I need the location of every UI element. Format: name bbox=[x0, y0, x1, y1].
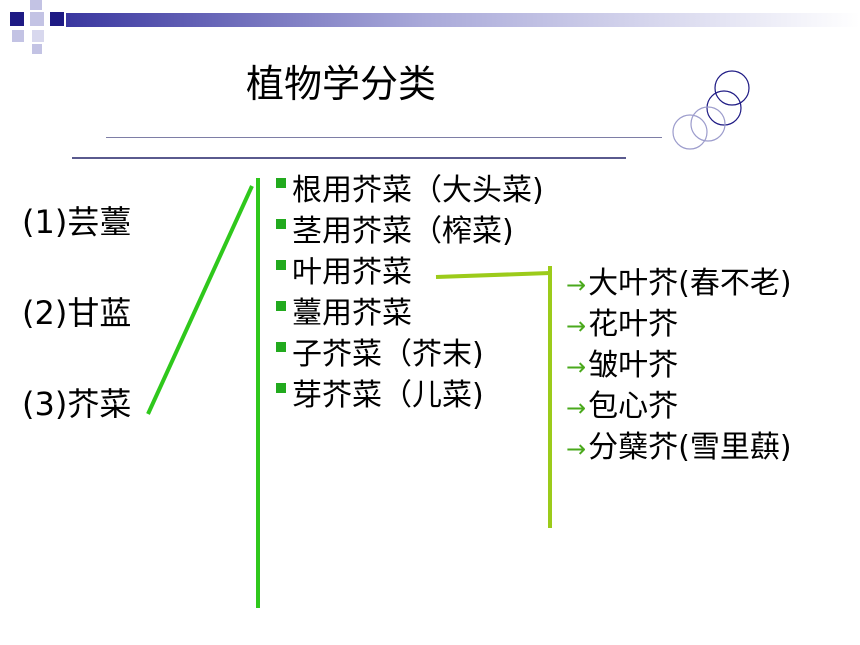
category-item: (1)芸薹 bbox=[22, 197, 131, 288]
subtype-item: 芽芥菜（儿菜) bbox=[276, 375, 544, 416]
arrow-right-icon: → bbox=[566, 394, 587, 422]
bullet-square-icon bbox=[276, 218, 286, 229]
subtype-label: 子芥菜（芥末) bbox=[292, 337, 484, 372]
category-label: (1)芸薹 bbox=[22, 203, 132, 241]
bullet-square-icon bbox=[276, 300, 286, 311]
arrow-right-icon: → bbox=[566, 312, 587, 340]
subtype-item: 子芥菜（芥末) bbox=[276, 334, 544, 375]
bullet-square-icon bbox=[276, 177, 286, 188]
leaf-variety-list: →大叶芥(春不老) →花叶芥 →皱叶芥 →包心芥 →分蘖芥(雪里蕻) bbox=[566, 263, 792, 468]
subtype-label: 根用芥菜（大头菜) bbox=[292, 173, 544, 208]
leaf-variety-item: →大叶芥(春不老) bbox=[566, 263, 792, 304]
leaf-variety-item: →分蘖芥(雪里蕻) bbox=[566, 427, 792, 468]
leaf-variety-label: 包心芥 bbox=[588, 389, 679, 424]
page-title: 植物学分类 bbox=[246, 62, 437, 106]
category-list: (1)芸薹 (2)甘蓝 (3)芥菜 bbox=[22, 197, 131, 470]
circles-decoration-icon bbox=[672, 70, 750, 150]
bullet-square-icon bbox=[276, 382, 286, 393]
leaf-variety-item: →花叶芥 bbox=[566, 304, 792, 345]
subtype-item: 叶用芥菜 bbox=[276, 252, 544, 293]
category-label: (3)芥菜 bbox=[22, 385, 132, 423]
arrow-right-icon: → bbox=[566, 353, 587, 381]
title-rule-bottom bbox=[72, 157, 626, 159]
bullet-square-icon bbox=[276, 341, 286, 352]
arrow-right-icon: → bbox=[566, 271, 587, 299]
subtype-label: 茎用芥菜（榨菜) bbox=[292, 214, 514, 249]
arrow-right-icon: → bbox=[566, 435, 587, 463]
subtype-item: 根用芥菜（大头菜) bbox=[276, 170, 544, 211]
category-label: (2)甘蓝 bbox=[22, 294, 132, 332]
category-to-subtypes-connector bbox=[146, 185, 254, 415]
subtype-label: 薹用芥菜 bbox=[292, 296, 412, 331]
category-item: (2)甘蓝 bbox=[22, 288, 131, 379]
leaf-branch-connector bbox=[435, 271, 551, 279]
subtype-label: 叶用芥菜 bbox=[292, 255, 412, 290]
header-decoration bbox=[10, 0, 860, 54]
leaf-variety-item: →包心芥 bbox=[566, 386, 792, 427]
subtype-list: 根用芥菜（大头菜) 茎用芥菜（榨菜) 叶用芥菜 薹用芥菜 子芥菜（芥末) 芽芥菜… bbox=[276, 170, 544, 416]
leaf-variety-label: 分蘖芥(雪里蕻) bbox=[588, 430, 792, 465]
title-rule-top bbox=[106, 137, 662, 138]
subtype-label: 芽芥菜（儿菜) bbox=[292, 378, 484, 413]
subtype-item: 薹用芥菜 bbox=[276, 293, 544, 334]
leaf-variety-label: 花叶芥 bbox=[588, 307, 679, 342]
leaf-variety-item: →皱叶芥 bbox=[566, 345, 792, 386]
leaf-variety-label: 皱叶芥 bbox=[588, 348, 679, 383]
subtype-item: 茎用芥菜（榨菜) bbox=[276, 211, 544, 252]
leaf-variety-label: 大叶芥(春不老) bbox=[588, 266, 792, 301]
category-item: (3)芥菜 bbox=[22, 379, 131, 470]
bullet-square-icon bbox=[276, 259, 286, 270]
